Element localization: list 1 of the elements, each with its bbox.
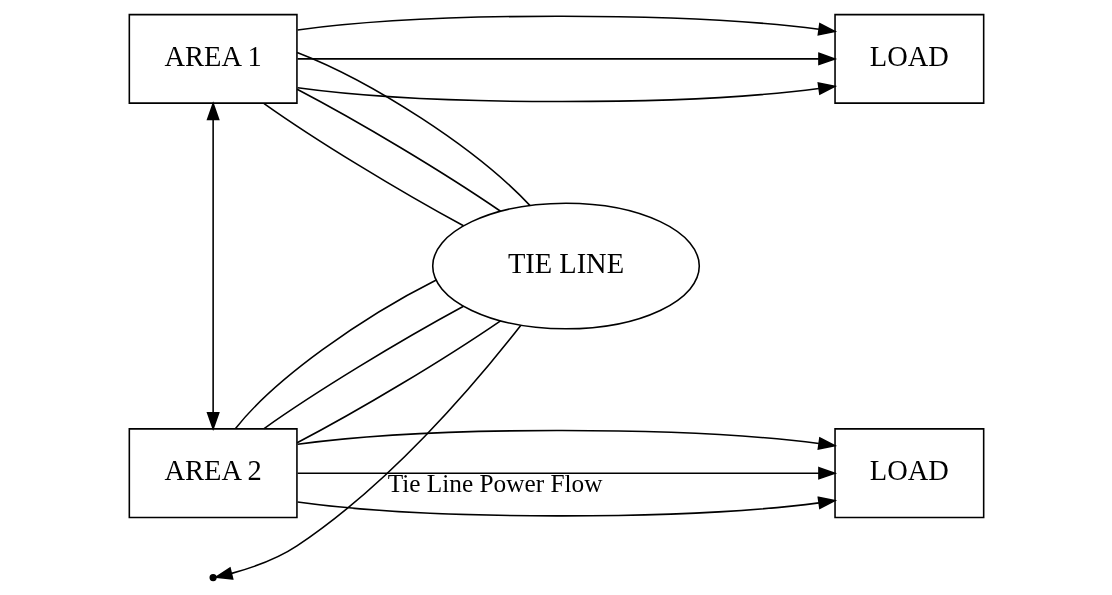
edge-label: Tie Line Power Flow — [387, 469, 603, 498]
